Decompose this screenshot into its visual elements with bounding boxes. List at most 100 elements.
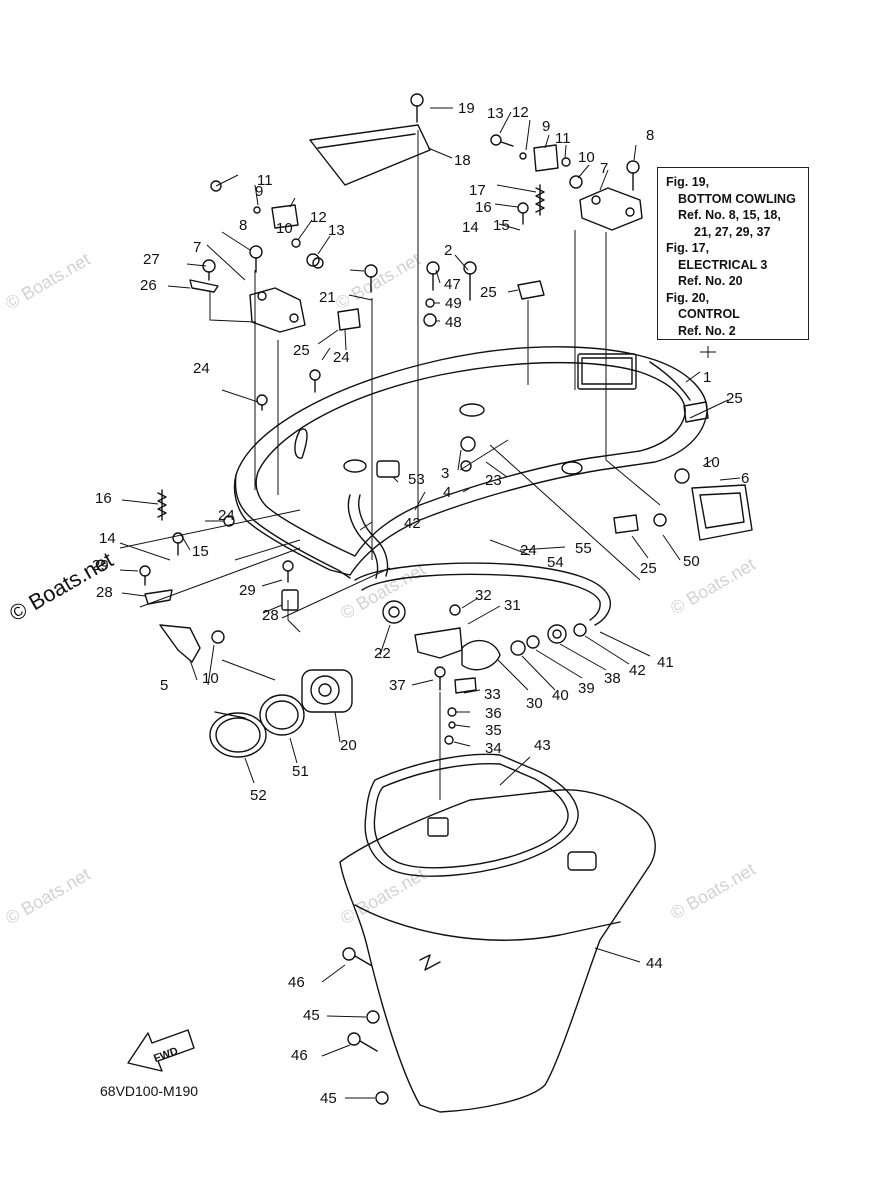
plate-28-left	[144, 589, 173, 605]
callout-number: 28	[96, 584, 113, 601]
tray-grommet	[343, 459, 367, 473]
callout-number: 2	[444, 242, 452, 259]
callout-number: 23	[485, 472, 502, 489]
callout-number: 14	[99, 530, 116, 547]
callout-number: 47	[444, 276, 461, 293]
seal-19	[301, 669, 353, 713]
band-51	[259, 694, 305, 736]
callout-number: 55	[575, 540, 592, 557]
tray-grommet	[459, 403, 485, 417]
callout-number: 1	[703, 369, 711, 386]
nipple-39	[526, 635, 540, 649]
nut-38	[547, 624, 567, 644]
bottom-cowling-tray	[233, 346, 708, 576]
callout-number: 13	[487, 105, 504, 122]
lever-6	[691, 484, 753, 541]
callout-number: 10	[276, 220, 293, 237]
tray-inner-rim	[255, 361, 686, 557]
callout-number: 24	[218, 507, 235, 524]
callout-number: 10	[578, 149, 595, 166]
callout-number: 35	[485, 722, 502, 739]
clip-25-a	[517, 280, 545, 300]
reference-line: Ref. No. 20	[678, 274, 743, 288]
callout-number: 22	[374, 645, 391, 662]
callout-number: 40	[552, 687, 569, 704]
watermarks: © Boats.net © Boats.net © Boats.net © Bo…	[2, 249, 759, 928]
callout-number: 8	[239, 217, 247, 234]
callout-number: 9	[542, 118, 550, 135]
callout-number: 38	[604, 670, 621, 687]
callout-number: 19	[458, 100, 475, 117]
clip-25-c	[683, 401, 709, 423]
callout-number: 8	[646, 127, 654, 144]
tray-grommet	[561, 461, 583, 475]
grommet-10	[674, 468, 690, 484]
callout-number: 24	[520, 542, 537, 559]
elbow-30	[461, 639, 501, 671]
callout-numbers: 1234567788991010101011111212131314141515…	[92, 100, 749, 1107]
clip-33	[454, 677, 477, 694]
clamp-52	[209, 712, 267, 758]
callout-number: 28	[262, 607, 279, 624]
callout-number: 13	[328, 222, 345, 239]
callout-number: 32	[475, 587, 492, 604]
callout-number: 36	[485, 705, 502, 722]
reference-line: BOTTOM COWLING	[678, 191, 796, 206]
cap-9-right	[533, 144, 559, 172]
callout-number: 20	[340, 737, 357, 754]
callout-number: 15	[192, 543, 209, 560]
callout-number: 49	[445, 295, 462, 312]
reference-line: CONTROL	[678, 307, 740, 321]
callout-number: 3	[441, 465, 449, 482]
callout-number: 33	[484, 686, 501, 703]
callout-number: 5	[160, 677, 168, 694]
callout-number: 24	[333, 349, 350, 366]
callout-number: 6	[741, 470, 749, 487]
bolts	[139, 93, 667, 1105]
callout-number: 25	[293, 342, 310, 359]
reference-line: ELECTRICAL 3	[678, 257, 768, 272]
clip-42	[573, 623, 587, 637]
flush-hose-small	[347, 494, 379, 579]
callout-number: 10	[703, 454, 720, 471]
cowling-parting-line	[354, 904, 621, 941]
callout-number: 17	[469, 182, 486, 199]
fwd-arrow-icon: FWD	[127, 1029, 195, 1072]
callout-number: 48	[445, 314, 462, 331]
callout-number: 46	[291, 1047, 308, 1064]
watermark: © Boats.net	[667, 554, 759, 618]
callout-number: 39	[578, 680, 595, 697]
part-code: 68VD100-M190	[100, 1083, 199, 1099]
callout-number: 16	[475, 199, 492, 216]
callout-number: 46	[288, 974, 305, 991]
callout-number: 21	[319, 289, 336, 306]
flush-hose	[354, 562, 612, 626]
tray-bracket	[577, 353, 637, 390]
callout-number: 45	[303, 1007, 320, 1024]
plate-31	[414, 627, 463, 659]
watermark: © Boats.net	[667, 859, 759, 923]
callout-number: 15	[493, 217, 510, 234]
callout-number: 42	[404, 515, 421, 532]
reference-line: Ref. No. 2	[678, 323, 736, 338]
lower-cowling	[339, 789, 656, 1113]
callout-number: 45	[320, 1090, 337, 1107]
callout-number: 9	[255, 183, 263, 200]
reference-line: Fig. 20,	[666, 290, 710, 305]
callout-number: 43	[534, 737, 551, 754]
callout-number: 44	[646, 955, 663, 972]
watermark: © Boats.net	[2, 249, 94, 313]
callout-number: 25	[480, 284, 497, 301]
clip-28	[281, 589, 299, 611]
callout-number: 16	[95, 490, 112, 507]
callout-number: 52	[250, 787, 267, 804]
callout-number: 11	[257, 172, 273, 189]
callout-number: 12	[512, 104, 529, 121]
reference-line: Fig. 19,	[666, 175, 710, 189]
callout-number: 34	[485, 740, 502, 757]
callout-number: 42	[629, 662, 646, 679]
callout-number: 37	[389, 677, 406, 694]
callout-number: 29	[92, 557, 109, 574]
watermark: © Boats.net	[332, 249, 424, 313]
